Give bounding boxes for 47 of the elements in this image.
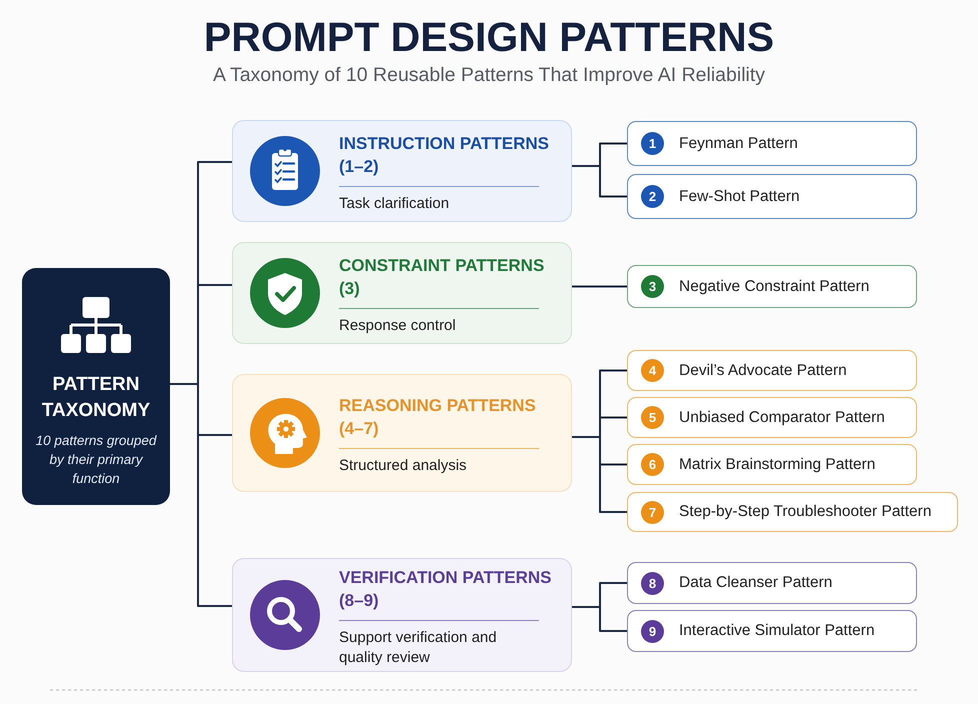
connector-line — [572, 286, 627, 288]
root-card — [22, 268, 170, 505]
category-description: Structured analysis — [339, 456, 467, 476]
page-subtitle: A Taxonomy of 10 Reusable Patterns That Improve AI Reliability — [212, 63, 766, 88]
category-description: Task clarification — [339, 194, 450, 214]
root-heading: PATTERN TAXONOMY — [40, 373, 152, 423]
pattern-card — [627, 610, 917, 652]
pattern-name: Negative Constraint Pattern — [679, 276, 870, 296]
pattern-card — [627, 444, 917, 485]
category-card — [232, 558, 572, 672]
pattern-number: 1 — [641, 132, 664, 155]
pattern-number: 7 — [641, 500, 664, 524]
category-description: Support verification and quality review — [339, 628, 498, 668]
pattern-number: 3 — [641, 275, 664, 298]
category-heading: VERIFICATION PATTERNS (8–9) — [339, 567, 553, 612]
category-heading: INSTRUCTION PATTERNS (1–2) — [339, 133, 550, 178]
pattern-name: Few-Shot Pattern — [679, 186, 800, 206]
pattern-name: Interactive Simulator Pattern — [679, 621, 875, 641]
page-title: PROMPT DESIGN PATTERNS — [204, 13, 774, 62]
pattern-number: 8 — [641, 572, 664, 594]
pattern-card — [627, 562, 917, 604]
pattern-card — [627, 265, 917, 308]
pattern-card — [627, 174, 917, 219]
connector-line — [572, 165, 627, 198]
category-description: Response control — [339, 316, 456, 336]
connector-line — [170, 383, 232, 607]
pattern-name: Step-by-Step Troubleshooter Pattern — [679, 502, 932, 522]
pattern-number: 4 — [641, 359, 664, 382]
pattern-name: Devil’s Advocate Pattern — [679, 360, 847, 380]
pattern-number: 6 — [641, 453, 664, 476]
pattern-name: Unbiased Comparator Pattern — [679, 408, 885, 428]
category-card — [232, 374, 572, 492]
pattern-card — [627, 397, 917, 438]
category-card — [232, 242, 572, 344]
pattern-number: 5 — [641, 406, 664, 429]
pattern-name: Data Cleanser Pattern — [679, 573, 832, 593]
pattern-card — [627, 350, 917, 391]
pattern-number: 2 — [641, 185, 664, 208]
category-card — [232, 120, 572, 222]
pattern-name: Matrix Brainstorming Pattern — [679, 454, 876, 474]
pattern-name: Feynman Pattern — [679, 134, 798, 154]
pattern-number: 9 — [641, 620, 664, 642]
category-heading: REASONING PATTERNS (4–7) — [339, 395, 537, 440]
pattern-card — [627, 492, 958, 532]
root-description: 10 patterns grouped by their primary function — [34, 432, 158, 488]
pattern-card — [627, 121, 917, 166]
category-heading: CONSTRAINT PATTERNS (3) — [339, 255, 546, 300]
